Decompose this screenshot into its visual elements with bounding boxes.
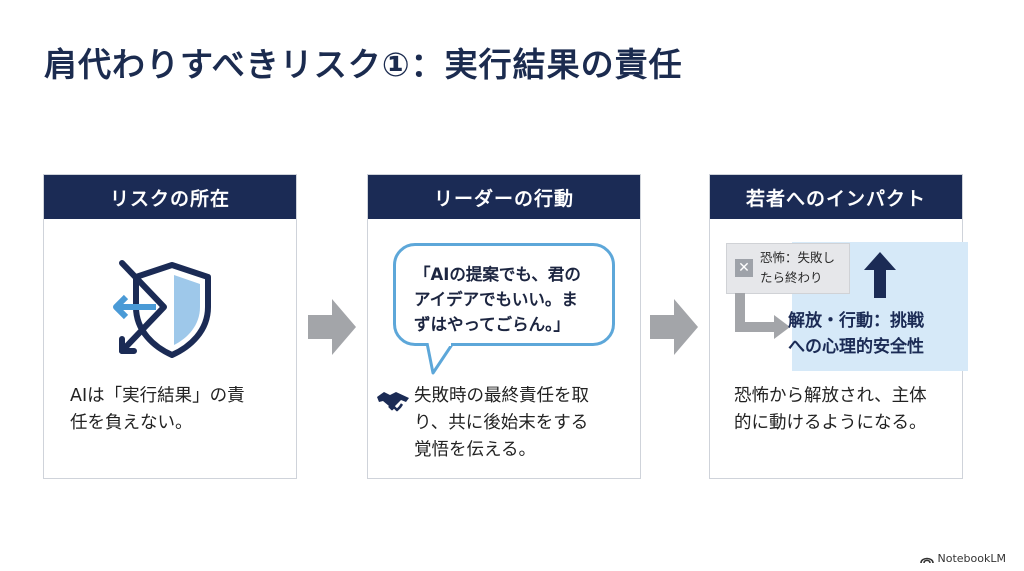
- right-arrow-icon: [650, 299, 698, 355]
- right-arrow-icon: [308, 299, 356, 355]
- body-line: 覚悟を伝える。: [414, 440, 536, 460]
- notebooklm-logo-icon: [919, 557, 934, 563]
- release-line: 解放・行動：挑戦: [788, 311, 924, 331]
- quote-line: アイデアでもいい。ま: [414, 290, 578, 309]
- card-header: リスクの所在: [44, 175, 296, 219]
- quote-line: 「AIの提案でも、君の: [414, 265, 581, 284]
- body-line: 恐怖から解放され、主体: [734, 386, 927, 406]
- elbow-arrow-icon: [735, 293, 790, 339]
- shield-deflect-icon: [113, 260, 211, 358]
- handshake-icon: [377, 392, 409, 412]
- close-icon: ✕: [735, 259, 753, 277]
- quote-line: ずはやってごらん。」: [414, 315, 570, 334]
- card-header: 若者へのインパクト: [710, 175, 962, 219]
- card-header: リーダーの行動: [368, 175, 640, 219]
- body-line: AIは「実行結果」の責: [70, 386, 245, 406]
- body-line: 失敗時の最終責任を取: [414, 386, 589, 406]
- speech-bubble-tail: [425, 343, 455, 375]
- body-line: り、共に後始末をする: [414, 413, 589, 433]
- fear-line: 恐怖：失敗し: [760, 250, 836, 265]
- footer-label: NotebookLM: [937, 552, 1006, 565]
- card-youth-impact: 若者へのインパクト ✕ 恐怖：失敗し たら終わり 解放・行動：挑戦 への心理的安…: [709, 174, 968, 479]
- card-leader-action: リーダーの行動 「AIの提案でも、君の アイデアでもいい。ま ずはやってごらん。…: [367, 174, 641, 479]
- release-line: への心理的安全性: [788, 337, 924, 357]
- speech-bubble: 「AIの提案でも、君の アイデアでもいい。ま ずはやってごらん。」: [393, 243, 615, 346]
- up-arrow-icon: [864, 252, 896, 298]
- fear-line: たら終わり: [760, 270, 823, 285]
- page-title: 肩代わりすべきリスク①：実行結果の責任: [44, 45, 683, 84]
- body-line: 任を負えない。: [70, 413, 193, 433]
- body-line: 的に動けるようになる。: [734, 413, 927, 433]
- release-text: 解放・行動：挑戦 への心理的安全性: [788, 308, 966, 360]
- footer-brand: NotebookLM: [919, 552, 1006, 565]
- card-risk-location: リスクの所在 AIは「実行結果」の責 任を負えない。: [43, 174, 297, 479]
- fear-box: ✕ 恐怖：失敗し たら終わり: [726, 243, 850, 294]
